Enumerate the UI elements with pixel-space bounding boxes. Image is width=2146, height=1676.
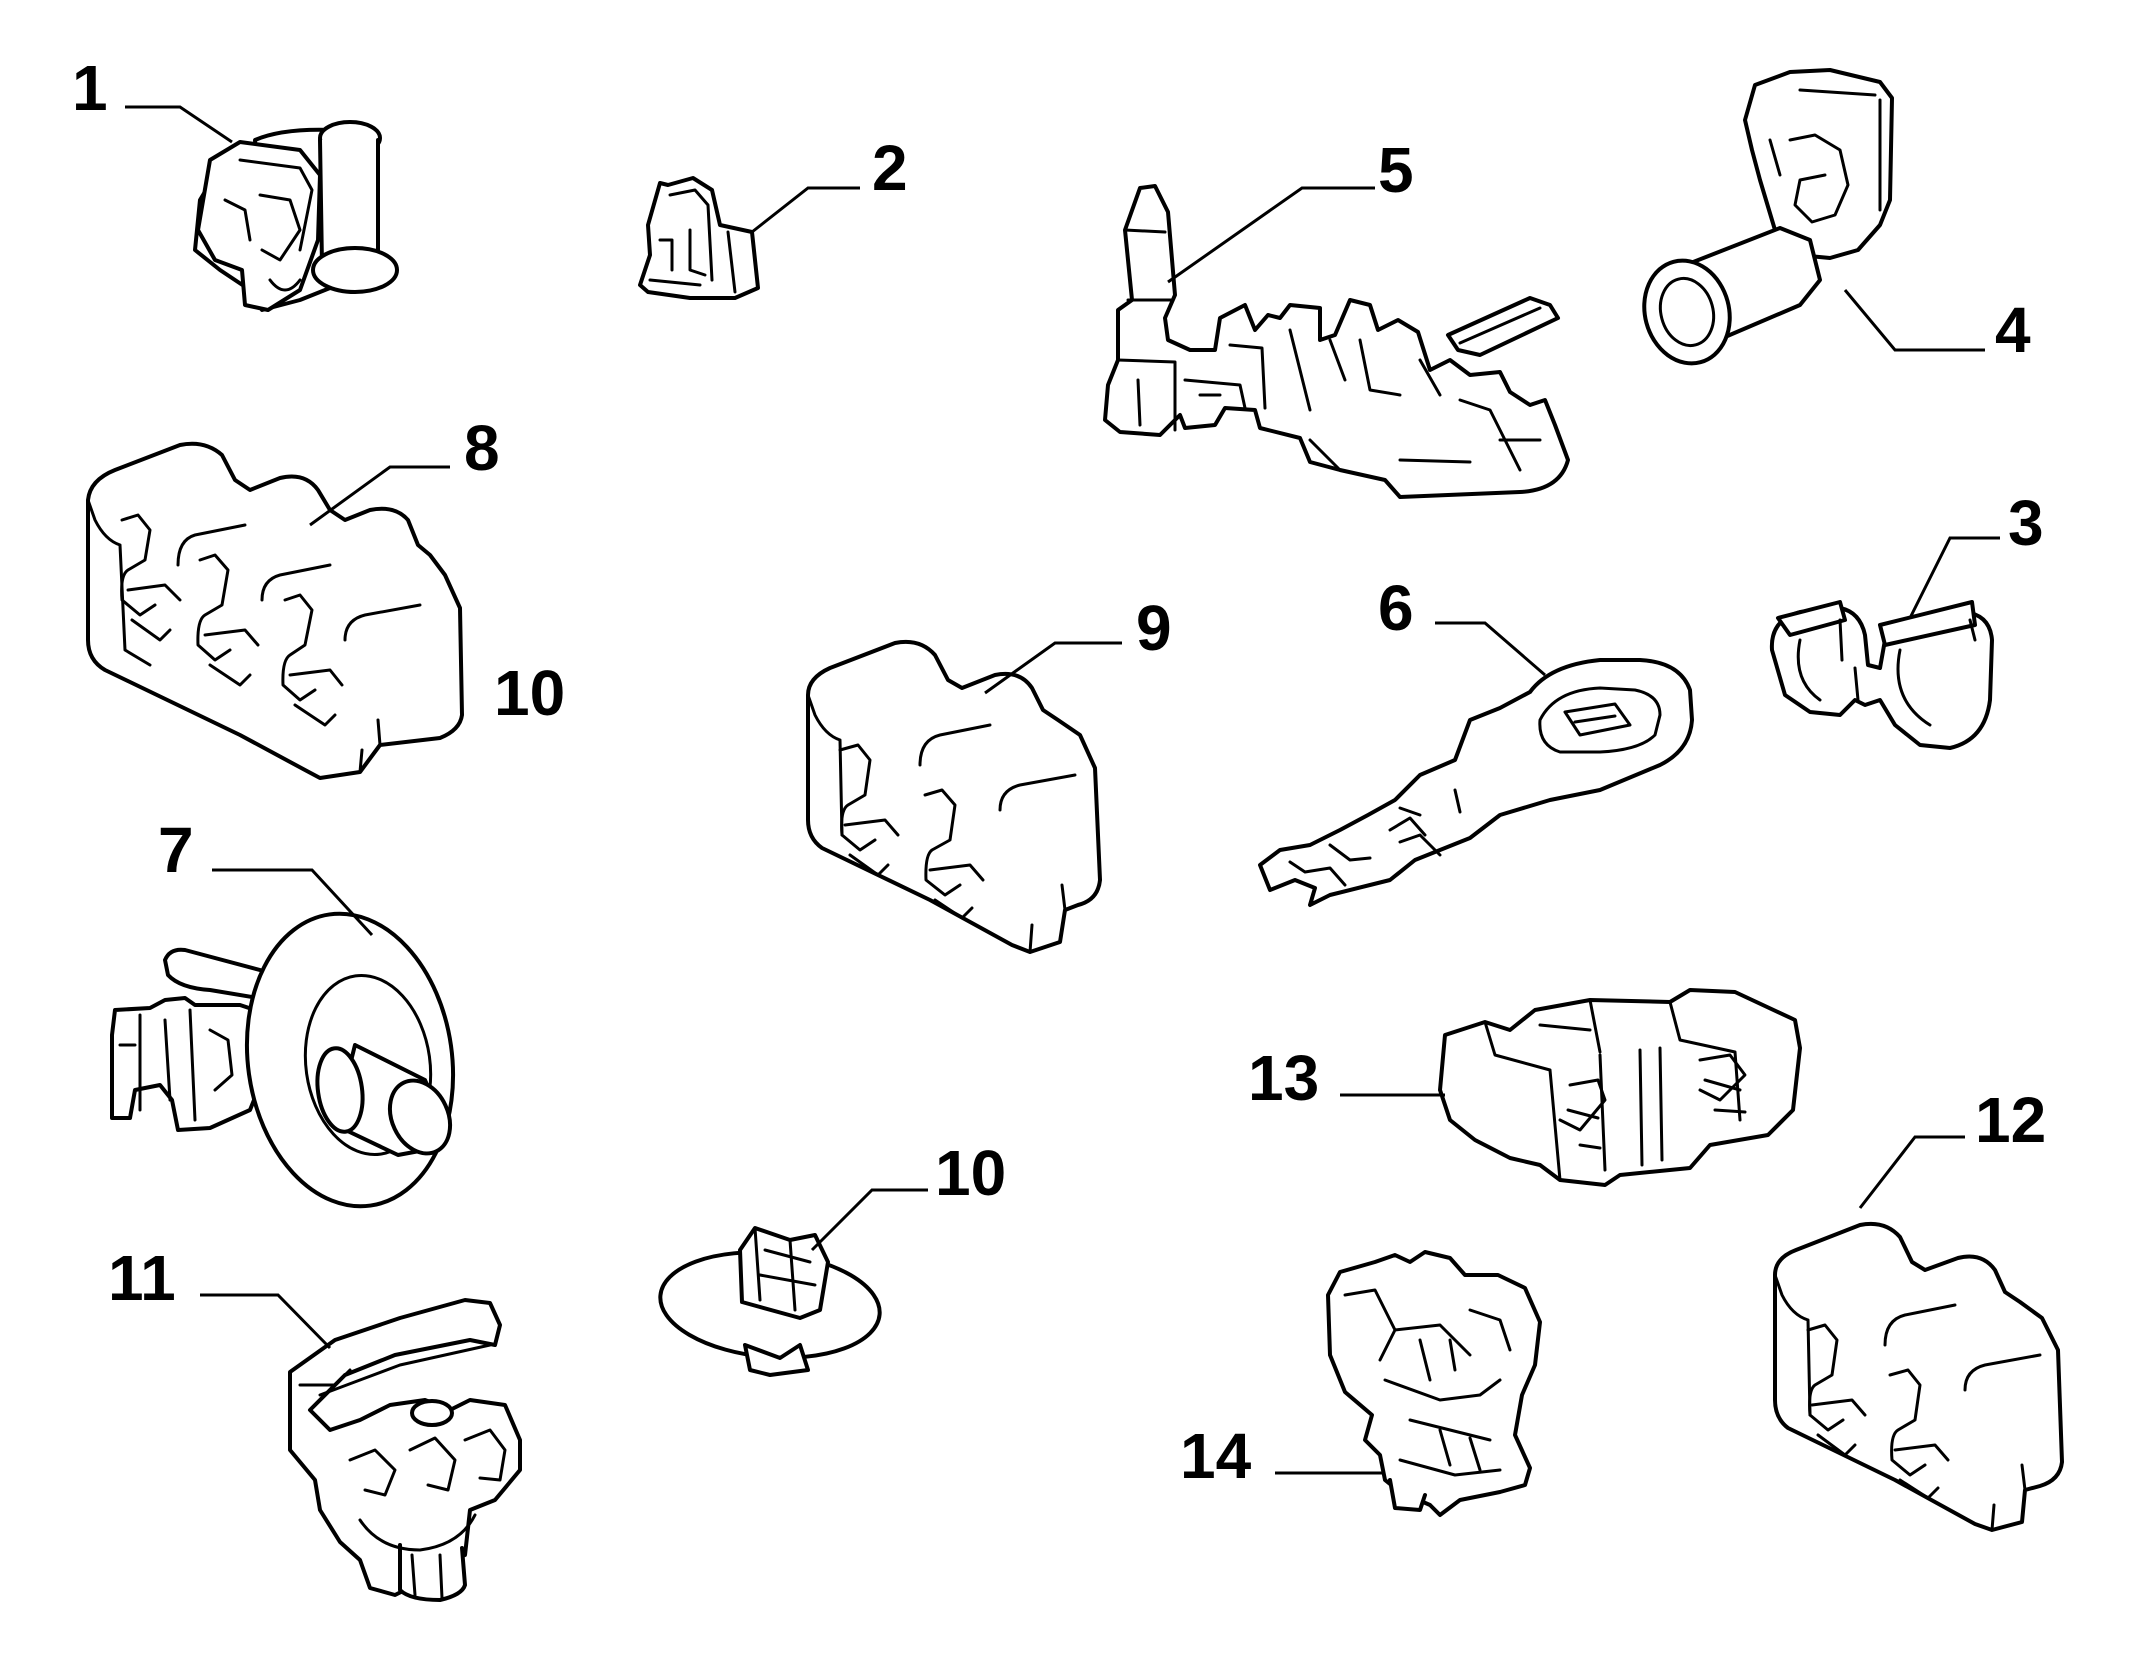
callout-10a: 10	[494, 657, 565, 729]
callout-labels: 1 2 3 4 5 6 7 8 9 10 10 11 12 13 14	[72, 52, 2046, 1492]
callout-5: 5	[1378, 134, 1414, 206]
callout-8: 8	[464, 412, 500, 484]
leader-5	[1167, 186, 1375, 284]
callout-6: 6	[1378, 572, 1414, 644]
callout-13: 13	[1248, 1042, 1319, 1114]
leader-11	[200, 1293, 332, 1350]
part-9-block	[806, 639, 1102, 954]
leader-2	[751, 186, 860, 234]
part-1-clip	[193, 120, 399, 312]
part-13-clip	[1438, 988, 1802, 1187]
callout-4: 4	[1995, 294, 2031, 366]
part-3-clip	[1769, 600, 1994, 750]
part-10-flat-clip	[658, 1226, 882, 1377]
leader-9	[984, 641, 1122, 695]
leader-10b	[810, 1188, 928, 1252]
part-12-block	[1773, 1221, 2064, 1532]
leader-lines	[125, 105, 2000, 1475]
callout-14: 14	[1180, 1420, 1252, 1492]
part-2-clip	[638, 176, 760, 300]
part-4-clip	[1642, 68, 1894, 366]
part-6-strap	[1258, 658, 1694, 907]
leader-6	[1435, 621, 1546, 677]
callout-11: 11	[108, 1242, 176, 1314]
leader-4	[1843, 289, 1985, 352]
leader-3	[1908, 536, 2000, 619]
part-5-bracket	[1103, 184, 1570, 499]
callout-12: 12	[1975, 1084, 2046, 1156]
callout-3: 3	[2008, 487, 2044, 559]
part-14-clip	[1326, 1250, 1542, 1517]
callout-9: 9	[1136, 592, 1172, 664]
leader-7	[212, 868, 374, 937]
part-11-bracket	[288, 1298, 522, 1602]
part-8-block	[86, 441, 464, 780]
callout-2: 2	[872, 132, 908, 204]
callout-10b: 10	[935, 1137, 1006, 1209]
leader-1	[125, 105, 233, 144]
part-7-fastener	[110, 911, 456, 1209]
leader-8	[309, 465, 450, 527]
callout-7: 7	[158, 814, 194, 886]
leader-12	[1858, 1135, 1965, 1209]
callout-1: 1	[72, 52, 108, 124]
